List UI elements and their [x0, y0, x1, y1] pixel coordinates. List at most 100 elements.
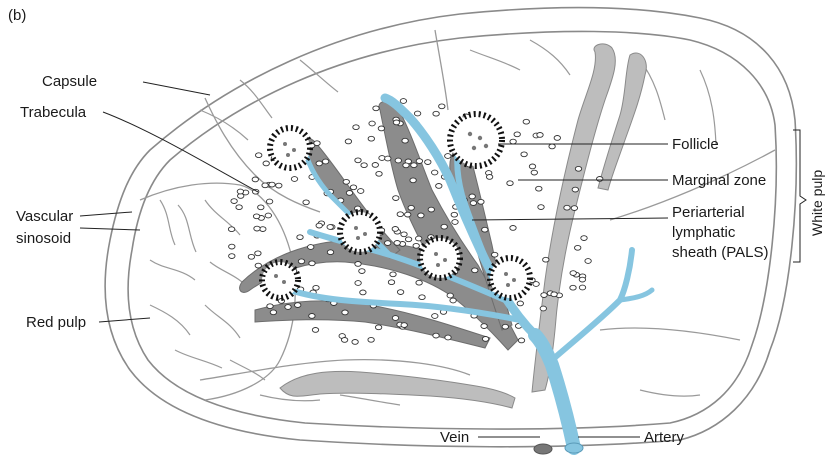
- pulp-cell: [585, 259, 591, 264]
- label-vein: Vein: [440, 429, 469, 446]
- pulp-cell: [267, 304, 273, 309]
- pulp-cell: [554, 136, 560, 141]
- label-pals-3: sheath (PALS): [672, 244, 768, 261]
- pulp-cell: [425, 160, 431, 165]
- pulp-cell: [523, 119, 529, 124]
- pulp-cell: [418, 213, 424, 218]
- pulp-cell: [507, 181, 513, 186]
- pulp-cell: [400, 99, 406, 104]
- pulp-cell: [470, 201, 476, 206]
- pulp-cell: [478, 199, 484, 204]
- pulp-cell: [579, 277, 585, 282]
- pulp-cell: [514, 132, 520, 137]
- pulp-cell: [564, 205, 570, 210]
- pulp-cell: [303, 200, 309, 205]
- pulp-cell: [549, 144, 555, 149]
- pulp-cell: [291, 177, 297, 182]
- pulp-cell: [536, 186, 542, 191]
- pulp-cell: [355, 158, 361, 163]
- pulp-cell: [537, 133, 543, 138]
- pulp-cell: [469, 194, 475, 199]
- pulp-cell: [327, 250, 333, 255]
- pulp-cell: [236, 205, 242, 210]
- pulp-cell: [439, 104, 445, 109]
- pulp-cell: [538, 205, 544, 210]
- pulp-cell: [258, 205, 264, 210]
- pulp-cell: [390, 272, 396, 277]
- pulp-cell: [256, 153, 262, 158]
- pulp-cell: [411, 163, 417, 168]
- label-white-pulp: White pulp: [809, 170, 825, 236]
- pulp-cell: [502, 324, 508, 329]
- pulp-cell: [314, 141, 320, 146]
- panel-label: (b): [8, 7, 26, 24]
- pulp-cell: [376, 171, 382, 176]
- pulp-cell: [571, 206, 577, 211]
- pulp-cell: [575, 166, 581, 171]
- pulp-cell: [248, 254, 254, 259]
- pulp-cell: [360, 290, 366, 295]
- pulp-cell: [297, 235, 303, 240]
- pulp-cell: [419, 295, 425, 300]
- pulp-cell: [581, 236, 587, 241]
- label-red-pulp: Red pulp: [26, 314, 86, 331]
- pulp-cell: [486, 175, 492, 180]
- pulp-cell: [492, 252, 498, 257]
- pulp-cell: [401, 323, 407, 328]
- pulp-cell: [252, 177, 258, 182]
- pulp-cell: [378, 126, 384, 131]
- pulp-cell: [255, 263, 261, 268]
- pulp-cell: [228, 227, 234, 232]
- label-artery: Artery: [644, 429, 685, 446]
- pulp-cell: [276, 183, 282, 188]
- pulp-cell: [518, 338, 524, 343]
- pulp-cell: [359, 269, 365, 274]
- pulp-cell: [229, 244, 235, 249]
- pulp-cell: [312, 328, 318, 333]
- vascular-leader-2: [80, 228, 140, 230]
- septum-top-mid: [435, 30, 448, 110]
- pulp-cell: [298, 259, 304, 264]
- label-marginal-zone: Marginal zone: [672, 172, 766, 189]
- pulp-cell: [472, 268, 478, 273]
- pulp-cell: [432, 314, 438, 319]
- pulp-cell: [353, 125, 359, 130]
- pulp-cell: [405, 212, 411, 217]
- pulp-cell: [579, 285, 585, 290]
- pulp-cell: [355, 262, 361, 267]
- pulp-cell: [416, 236, 422, 241]
- artery-stump: [565, 443, 583, 453]
- pulp-cell: [392, 316, 398, 321]
- label-vascular: Vascular: [16, 208, 73, 225]
- label-sinosoid: sinosoid: [16, 230, 71, 247]
- pulp-cell: [413, 243, 419, 248]
- pulp-cell: [510, 226, 516, 231]
- pulp-cell: [482, 227, 488, 232]
- pulp-cell: [570, 271, 576, 276]
- label-capsule: Capsule: [42, 73, 97, 90]
- follicle-2: [450, 114, 502, 166]
- septum-bottom-right: [600, 328, 740, 340]
- pulp-cell: [447, 293, 453, 298]
- pulp-cell: [397, 212, 403, 217]
- pulp-cell: [517, 301, 523, 306]
- pulp-cell: [482, 337, 488, 342]
- pulp-cell: [308, 245, 314, 250]
- pulp-cell: [405, 237, 411, 242]
- pulp-cell: [451, 212, 457, 217]
- pulp-cell: [253, 214, 259, 219]
- pulp-cell: [388, 280, 394, 285]
- pulp-cell: [269, 182, 275, 187]
- pulp-cell: [373, 106, 379, 111]
- pulp-cell: [521, 152, 527, 157]
- pulp-cell: [375, 325, 381, 330]
- pulp-cell: [531, 170, 537, 175]
- pulp-cell: [432, 170, 438, 175]
- pulp-cell: [313, 285, 319, 290]
- pulp-cell: [355, 281, 361, 286]
- follicle-5: [262, 262, 298, 298]
- follicle-4: [420, 238, 460, 278]
- label-trabecula: Trabecula: [20, 104, 87, 121]
- pulp-cell: [541, 293, 547, 298]
- pulp-cell: [229, 254, 235, 259]
